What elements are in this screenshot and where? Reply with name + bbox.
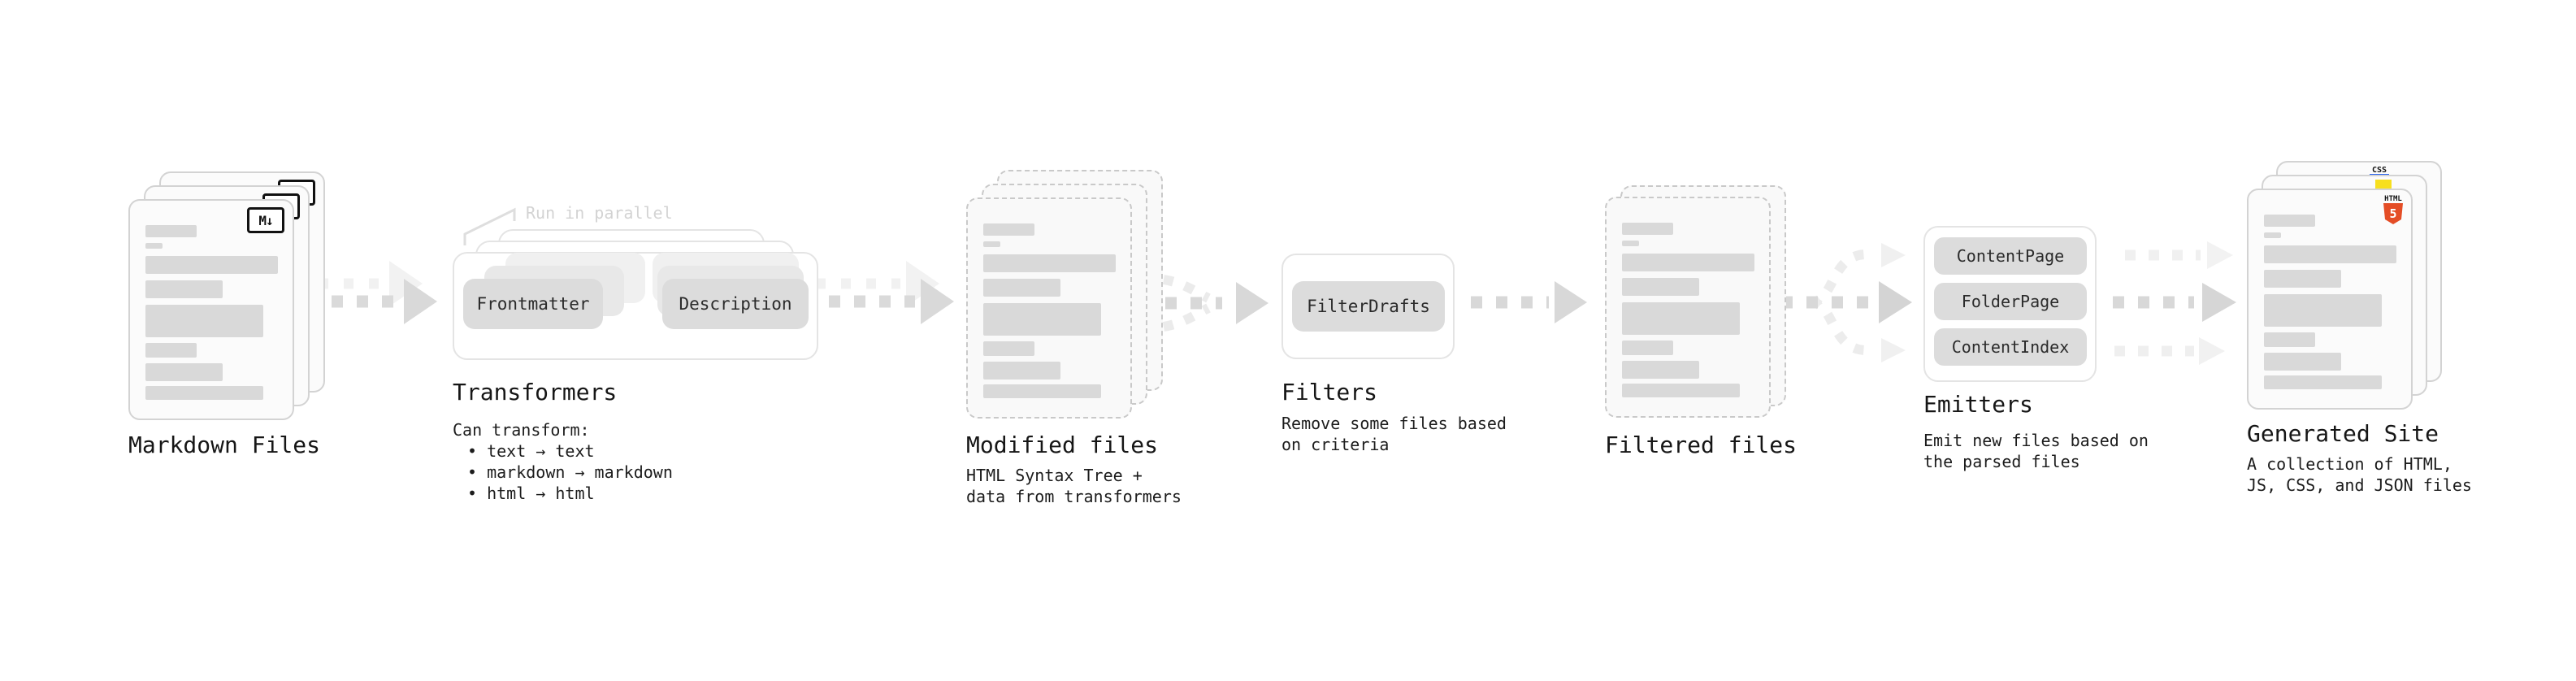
bullet-item: • markdown → markdown [467, 462, 673, 482]
placeholder-line [2264, 353, 2341, 371]
modified-files-subtitle: HTML Syntax Tree + data from transformer… [966, 465, 1182, 507]
subtitle-line: Remove some files based [1281, 414, 1507, 433]
placeholder-line [1622, 223, 1673, 235]
subtitle-line: JS, CSS, and JSON files [2247, 475, 2472, 495]
placeholder-line [2264, 294, 2382, 327]
bullet-item: • html → html [467, 484, 595, 503]
markdown-files-label: Markdown Files [128, 432, 321, 458]
subtitle-line: data from transformers [966, 487, 1182, 506]
transformers-label: Transformers [453, 379, 618, 406]
arrow-filtered-to-emitters [1781, 243, 1912, 362]
arrow-emitters-to-site [2113, 241, 2236, 365]
placeholder-line [2264, 245, 2396, 263]
run-in-parallel-note: Run in parallel [526, 203, 673, 223]
placeholder-line [145, 243, 163, 249]
placeholder-line [983, 341, 1034, 356]
placeholder-line [983, 223, 1034, 236]
subtitle-line: on criteria [1281, 435, 1390, 454]
placeholder-line [2264, 232, 2281, 238]
placeholder-line [145, 386, 263, 400]
placeholder-line [145, 343, 197, 358]
filterdrafts-pill: FilterDrafts [1292, 281, 1445, 332]
emitters-subtitle: Emit new files based on the parsed files [1923, 430, 2149, 472]
placeholder-line [145, 256, 278, 274]
svg-text:HTML: HTML [2384, 195, 2402, 203]
contentindex-pill: ContentIndex [1934, 328, 2087, 366]
arrow-filters-to-filtered [1471, 281, 1587, 323]
svg-text:5: 5 [2389, 206, 2396, 221]
placeholder-line [1622, 241, 1639, 246]
placeholder-line [1622, 302, 1740, 335]
placeholder-line [145, 305, 263, 337]
modified-doc-front [966, 197, 1132, 419]
svg-text:CSS: CSS [2372, 166, 2387, 175]
modified-files-label: Modified files [966, 432, 1159, 458]
placeholder-line [2264, 215, 2315, 227]
placeholder-line [983, 279, 1060, 297]
js-badge-icon [2375, 180, 2392, 189]
html5-badge-icon: HTML 5 [2383, 195, 2403, 224]
placeholder-line [1622, 278, 1699, 296]
filters-subtitle: Remove some files based on criteria [1281, 413, 1507, 455]
placeholder-line [145, 225, 197, 237]
arrow-transformers-to-modified [816, 261, 954, 324]
site-doc-html: HTML 5 [2247, 189, 2413, 410]
placeholder-line [983, 254, 1116, 272]
description-pill: Description [662, 279, 809, 329]
filtered-doc-front [1605, 197, 1771, 418]
placeholder-line [2264, 332, 2315, 347]
placeholder-line [983, 241, 1000, 247]
frontmatter-pill: Frontmatter [463, 279, 603, 329]
folderpage-pill: FolderPage [1934, 283, 2087, 320]
filtered-files-label: Filtered files [1605, 432, 1798, 458]
can-transform-title: Can transform: [453, 420, 590, 440]
placeholder-line [145, 363, 223, 381]
subtitle-line: Emit new files based on [1923, 431, 2149, 450]
placeholder-line [2264, 375, 2382, 389]
transformers-description: Can transform: • text → text • markdown … [453, 419, 673, 504]
filters-label: Filters [1281, 379, 1378, 406]
generated-site-label: Generated Site [2247, 420, 2439, 447]
placeholder-line [145, 280, 223, 298]
placeholder-line [983, 362, 1060, 380]
markdown-doc-front: M↓ [128, 199, 294, 420]
bullet-item: • text → text [467, 441, 595, 461]
placeholder-line [2264, 270, 2341, 288]
contentpage-pill: ContentPage [1934, 237, 2087, 275]
placeholder-line [1622, 254, 1754, 271]
emitters-label: Emitters [1923, 391, 2033, 418]
placeholder-line [983, 384, 1101, 398]
generated-site-subtitle: A collection of HTML, JS, CSS, and JSON … [2247, 453, 2472, 496]
placeholder-line [1622, 384, 1740, 397]
subtitle-line: A collection of HTML, [2247, 454, 2452, 474]
placeholder-line [983, 303, 1101, 336]
placeholder-line [1622, 340, 1673, 355]
markdown-icon: M↓ [247, 207, 284, 233]
subtitle-line: HTML Syntax Tree + [966, 466, 1143, 485]
placeholder-line [1622, 361, 1699, 379]
subtitle-line: the parsed files [1923, 452, 2080, 471]
